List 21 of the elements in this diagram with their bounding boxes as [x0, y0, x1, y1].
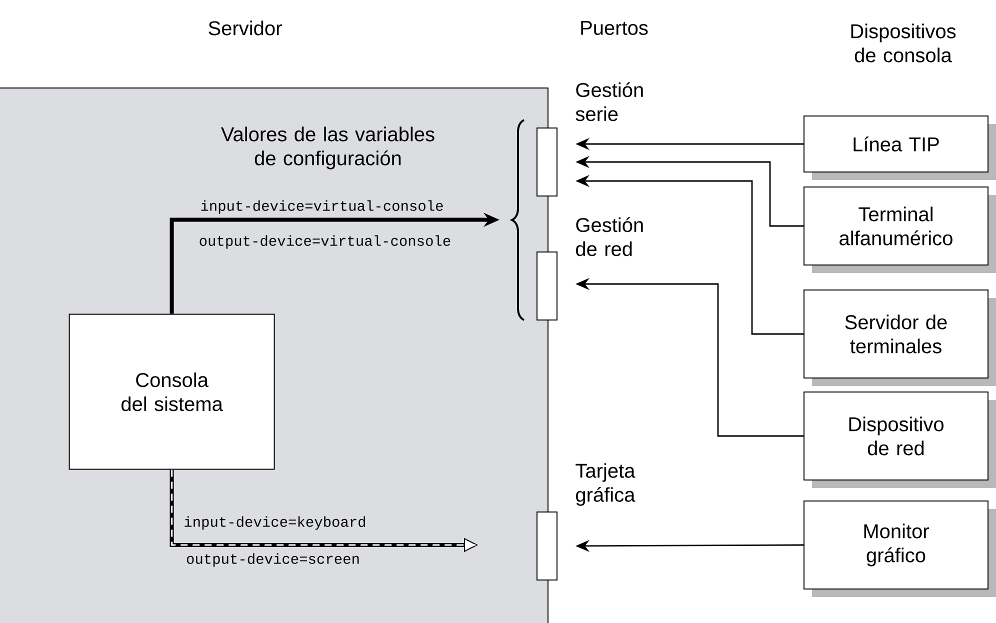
device-box: Dispositivo de red: [804, 392, 996, 488]
node-label: Servidor: [208, 20, 282, 36]
device-box: Línea TIP: [804, 116, 996, 180]
device-box: Terminal alfanumérico: [804, 186, 996, 273]
setting-text: input-device=keyboard: [184, 516, 366, 530]
port-box: [536, 512, 558, 580]
device-box: Servidor de terminales: [804, 290, 996, 386]
setting-text: output-device=screen: [186, 553, 359, 567]
port-label: Gestión de red: [576, 217, 643, 256]
port-box: [536, 252, 558, 320]
brace: [511, 119, 525, 321]
setting-text: output-device=virtual-console: [200, 235, 450, 249]
column-heading: Puertos: [581, 21, 648, 35]
console-box: Consola del sistema: [68, 314, 275, 470]
column-heading: Dispositivos de consola: [851, 24, 956, 62]
device-box: Monitor gráfico: [804, 500, 996, 597]
port-box: [536, 128, 558, 196]
annotation: Valores de las variables de configuración: [221, 126, 434, 170]
port-label: Gestión serie: [576, 82, 643, 122]
setting-text: input-device=virtual-console: [201, 200, 443, 214]
port-label: Tarjeta gráfica: [576, 463, 636, 506]
